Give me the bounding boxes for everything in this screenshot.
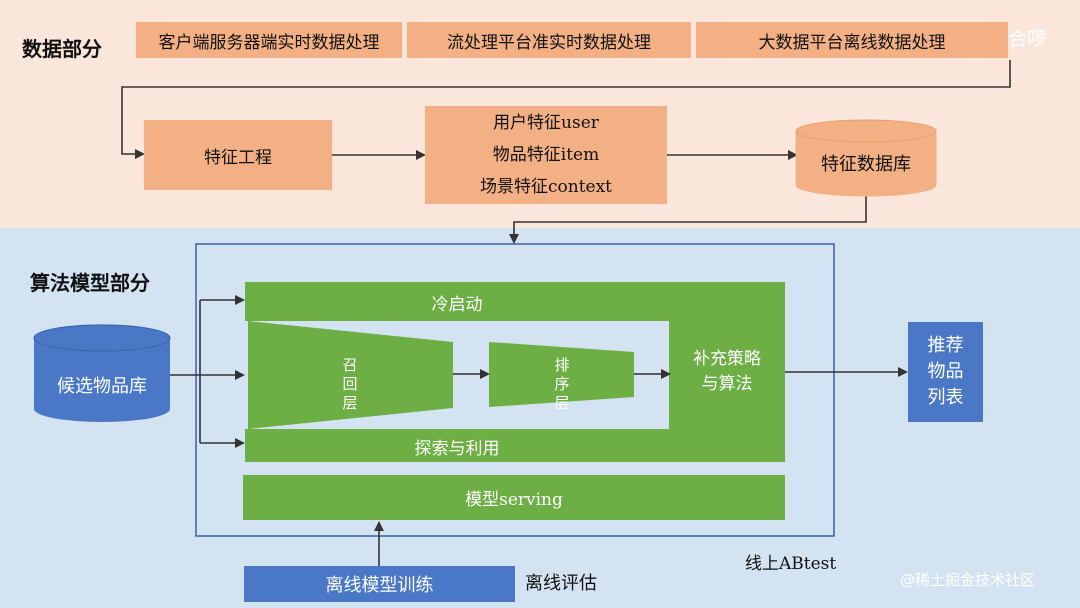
watermark-bottom: @稀土掘金技术社区 (900, 571, 1036, 589)
watermark-top: 合啰 (1008, 28, 1047, 50)
rank-layer-label: 排序层 (554, 356, 570, 412)
explore-exploit-label: 探索与利用 (414, 439, 500, 459)
user-feature-label: 用户特征user (493, 113, 599, 133)
stream-processing-box: 流处理平台准实时数据处理 (407, 22, 691, 58)
recommend-line-3: 列表 (927, 387, 964, 408)
offline-eval-label: 离线评估 (525, 573, 597, 594)
bigdata-offline-processing-box: 大数据平台离线数据处理 (696, 22, 1008, 58)
client-realtime-processing-box: 客户端服务器端实时数据处理 (136, 22, 402, 58)
feature-types-box: 用户特征user 物品特征item 场景特征context (425, 106, 667, 204)
offline-training-box: 离线模型训练 (244, 566, 515, 602)
cold-start-label: 冷启动 (431, 295, 483, 315)
data-section-title: 数据部分 (22, 37, 102, 61)
model-serving-box: 模型serving (243, 475, 785, 520)
candidate-db-label: 候选物品库 (57, 376, 147, 397)
supplement-strategy-label: 补充策略 与算法 (669, 347, 785, 397)
recall-layer-label: 召回层 (342, 356, 358, 412)
item-feature-label: 物品特征item (492, 145, 600, 165)
recommend-line-2: 物品 (927, 361, 964, 382)
feature-engineering-box: 特征工程 (144, 120, 332, 190)
recommendation-list-box: 推荐 物品 列表 (908, 322, 983, 422)
recommend-line-1: 推荐 (927, 335, 964, 356)
feature-database-label: 特征数据库 (821, 154, 911, 175)
model-section-title: 算法模型部分 (30, 271, 150, 295)
supplement-line-1: 补充策略 (693, 349, 761, 369)
online-abtest-label: 线上ABtest (745, 554, 837, 574)
context-feature-label: 场景特征context (479, 177, 612, 197)
supplement-line-2: 与算法 (701, 374, 753, 394)
